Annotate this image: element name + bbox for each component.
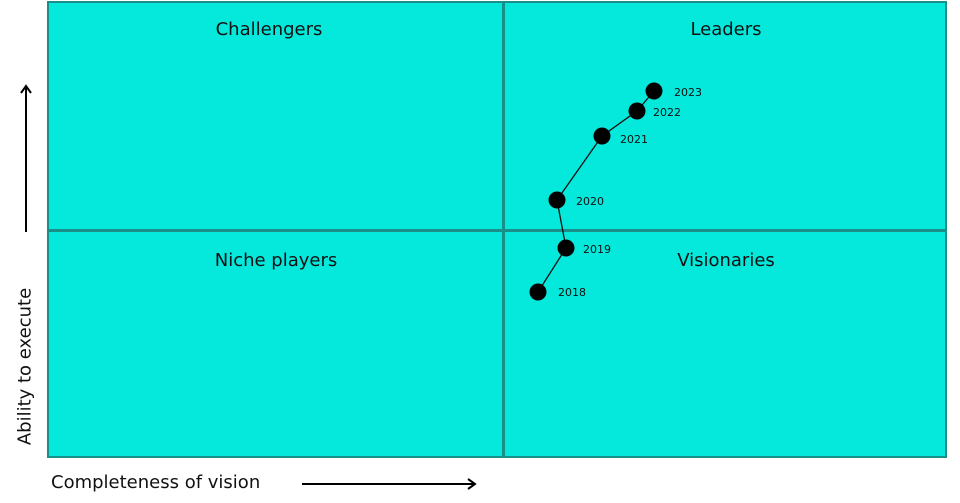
quadrant-label-visionaries: Visionaries (677, 250, 775, 271)
y-axis-arrow-icon (20, 84, 32, 232)
point-2019 (557, 239, 575, 257)
x-axis-label: Completeness of vision (51, 472, 261, 493)
point-label-2023: 2023 (674, 86, 702, 99)
point-label-2021: 2021 (620, 133, 648, 146)
quadrant-grid: Challengers Leaders Niche players Vision… (47, 1, 947, 458)
point-label-2019: 2019 (583, 243, 611, 256)
point-2022 (628, 102, 646, 120)
horizontal-divider (49, 229, 945, 232)
point-label-2022: 2022 (653, 106, 681, 119)
y-axis-label: Ability to execute (14, 287, 36, 446)
point-2023 (645, 82, 663, 100)
quadrant-label-leaders: Leaders (690, 19, 762, 40)
data-points (529, 82, 663, 301)
x-axis-arrow-icon (302, 478, 477, 490)
point-2018 (529, 283, 547, 301)
trajectory-line (537, 90, 655, 293)
point-label-2020: 2020 (576, 195, 604, 208)
quadrant-label-challengers: Challengers (215, 19, 323, 40)
point-label-2018: 2018 (558, 286, 586, 299)
quadrant-label-niche-players: Niche players (214, 250, 338, 271)
point-2021 (593, 127, 611, 145)
point-2020 (548, 191, 566, 209)
